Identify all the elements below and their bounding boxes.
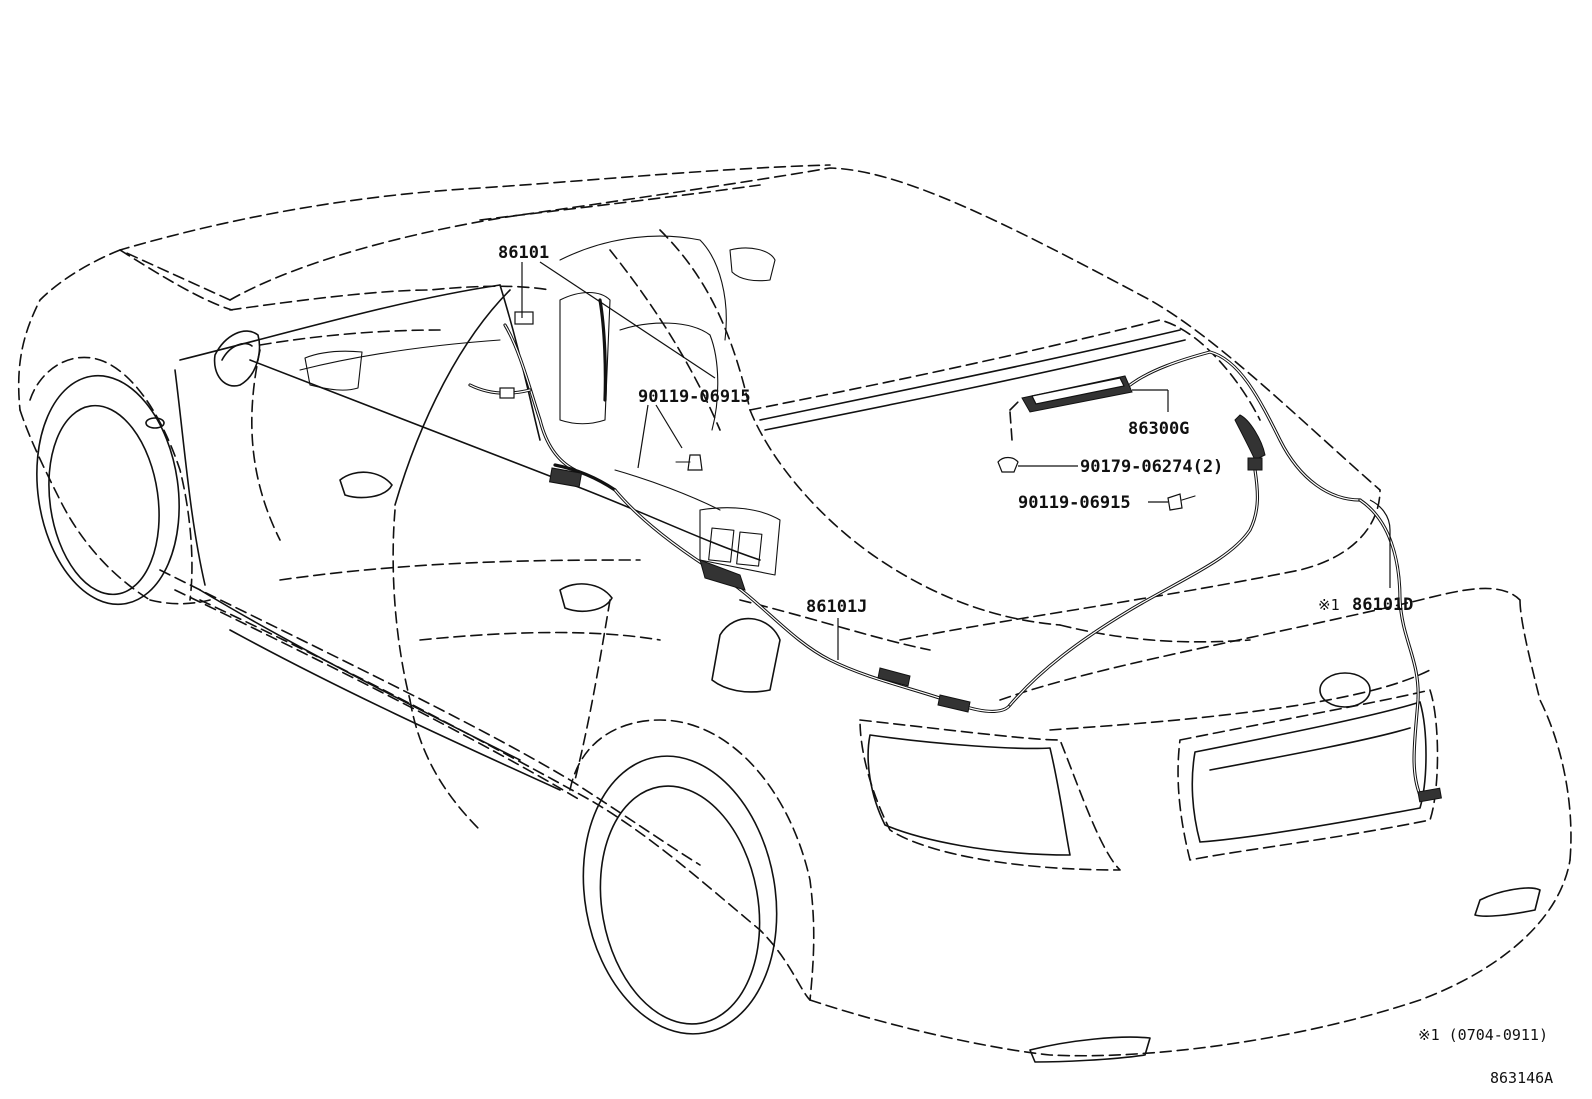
label-90119-06915-rear: 90119-06915 (1018, 493, 1131, 513)
label-86101D-mark: ※1 (1318, 596, 1340, 614)
label-86101D: 86101D (1352, 595, 1413, 615)
label-86101J: 86101J (806, 597, 867, 617)
label-90119-06915-front: 90119-06915 (638, 387, 751, 407)
leader-lines (521, 261, 1391, 660)
part-labels: 86101 90119-06915 86300G 90179-06274(2) … (498, 243, 1553, 1087)
footnote: ※1 (0704-0911) (1418, 1026, 1548, 1044)
fasteners (675, 454, 1196, 511)
figure-id: 863146A (1490, 1069, 1553, 1087)
label-90179-06274: 90179-06274(2) (1080, 457, 1223, 477)
wire-harnesses (468, 298, 1442, 803)
car-detail-lines (36, 235, 1541, 1063)
label-86300G: 86300G (1128, 419, 1189, 439)
label-86101: 86101 (498, 243, 549, 263)
